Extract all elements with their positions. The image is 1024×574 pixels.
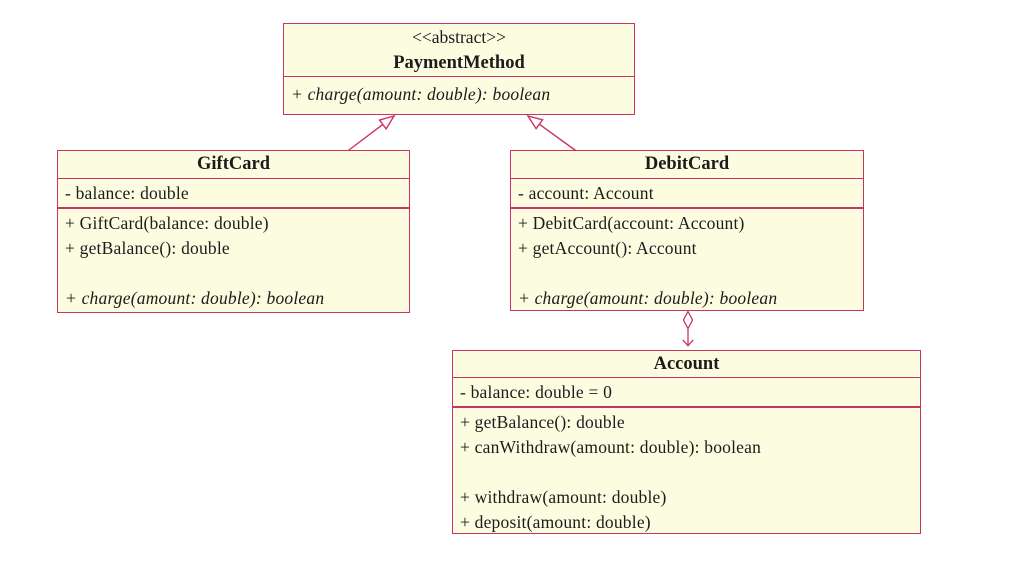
class-methods-compartment: + getBalance(): double + canWithdraw(amo… — [453, 406, 920, 535]
method-row: + charge(amount: double): boolean — [291, 84, 551, 104]
class-methods-compartment: + charge(amount: double): boolean — [284, 76, 634, 114]
class-name: DebitCard — [644, 154, 730, 174]
hollow-diamond-icon — [682, 310, 694, 330]
open-arrowhead-icon — [682, 339, 694, 347]
inheritance-arrow-giftcard-to-paymentmethod — [346, 114, 396, 153]
class-box-debitcard: DebitCard - account: Account + DebitCard… — [510, 150, 864, 311]
method-row-blank — [58, 261, 409, 286]
method-row: + getBalance(): double — [460, 412, 625, 432]
method-row: + charge(amount: double): boolean — [518, 288, 778, 308]
class-name: Account — [653, 354, 720, 374]
class-title-compartment: GiftCard — [58, 151, 409, 178]
class-box-paymentmethod: <<abstract>> PaymentMethod + charge(amou… — [283, 23, 635, 115]
aggregation-arrow-debitcard-to-account — [682, 310, 694, 347]
class-attributes-compartment: - balance: double = 0 — [453, 377, 920, 406]
method-row: + deposit(amount: double) — [460, 512, 651, 532]
method-row: + withdraw(amount: double) — [460, 487, 667, 507]
class-title-compartment: Account — [453, 351, 920, 377]
method-row: + charge(amount: double): boolean — [65, 288, 325, 308]
class-title-compartment: <<abstract>> PaymentMethod — [284, 24, 634, 76]
class-title-compartment: DebitCard — [511, 151, 863, 178]
attribute-row: - balance: double = 0 — [460, 382, 613, 402]
class-name: GiftCard — [197, 154, 270, 174]
attribute-row: - balance: double — [65, 183, 189, 203]
attribute-row: - account: Account — [518, 183, 654, 203]
class-methods-compartment: + GiftCard(balance: double) + getBalance… — [58, 207, 409, 312]
method-row: + DebitCard(account: Account) — [518, 213, 745, 233]
class-name: PaymentMethod — [393, 53, 525, 73]
inheritance-arrow-debitcard-to-paymentmethod — [526, 114, 578, 153]
method-row: + getAccount(): Account — [518, 238, 697, 258]
class-methods-compartment: + DebitCard(account: Account) + getAccou… — [511, 207, 863, 311]
method-row: + getBalance(): double — [65, 238, 230, 258]
method-row-blank — [511, 261, 863, 286]
class-attributes-compartment: - account: Account — [511, 178, 863, 207]
class-box-giftcard: GiftCard - balance: double + GiftCard(ba… — [57, 150, 410, 313]
class-stereotype: <<abstract>> — [412, 27, 506, 47]
method-row: + canWithdraw(amount: double): boolean — [460, 437, 762, 457]
class-box-account: Account - balance: double = 0 + getBalan… — [452, 350, 921, 534]
method-row-blank — [453, 460, 920, 485]
method-row: + GiftCard(balance: double) — [65, 213, 269, 233]
class-attributes-compartment: - balance: double — [58, 178, 409, 207]
